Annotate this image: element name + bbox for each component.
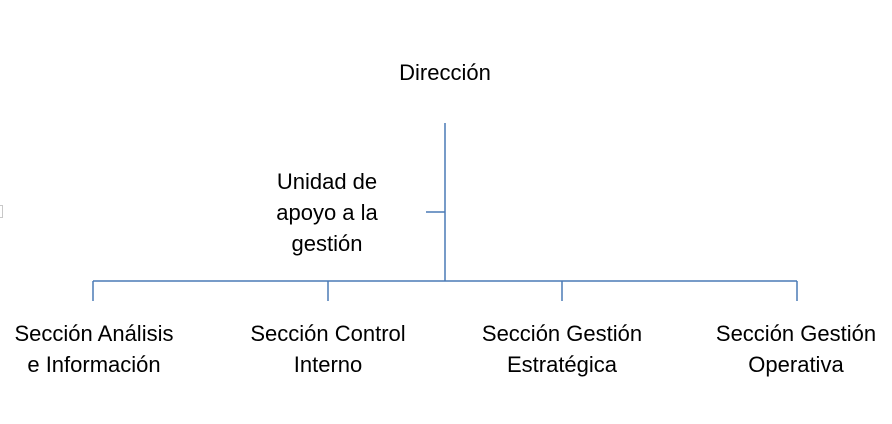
section-node-label-line: Sección Control (250, 321, 406, 346)
section-node-label-line: Estratégica (506, 352, 618, 377)
section-node-control-interno: Sección Control Interno (228, 318, 428, 380)
section-node-label-line: e Información (27, 352, 161, 377)
assistant-node-unidad-apoyo: Unidad de apoyo a la gestión (242, 166, 412, 259)
section-node-label-line: Sección Análisis (14, 321, 174, 346)
assistant-node-label-line: gestión (291, 231, 363, 256)
section-node-label-line: Sección Gestión (715, 321, 877, 346)
assistant-node-label-line: apoyo a la (276, 200, 378, 225)
section-node-label-line: Interno (293, 352, 363, 377)
section-node-label-line: Sección Gestión (481, 321, 643, 346)
edge-handle-mark (0, 205, 3, 218)
root-node-direccion: Dirección (345, 57, 545, 88)
section-node-gestion-estrategica: Sección Gestión Estratégica (462, 318, 662, 380)
section-node-label-line: Operativa (748, 352, 844, 377)
assistant-node-label-line: Unidad de (276, 169, 378, 194)
section-node-analisis-informacion: Sección Análisis e Información (0, 318, 194, 380)
root-node-label-line: Dirección (399, 60, 491, 85)
section-node-gestion-operativa: Sección Gestión Operativa (696, 318, 892, 380)
